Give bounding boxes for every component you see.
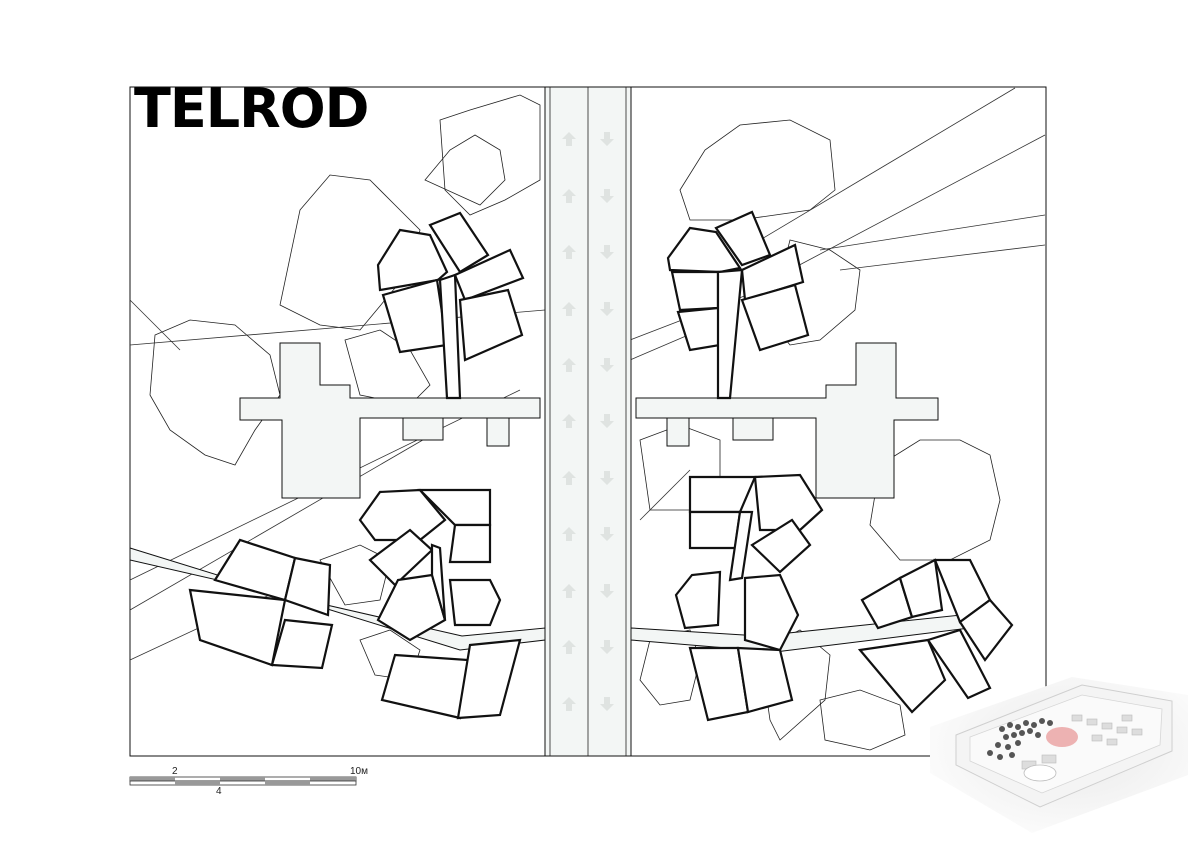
scale-bar — [129, 776, 357, 786]
arrow-down-icon — [600, 471, 614, 485]
arrow-down-icon — [600, 640, 614, 654]
context-model-thumbnail — [930, 677, 1188, 833]
arrow-up-icon-group — [562, 132, 576, 711]
arrow-up-icon — [562, 640, 576, 654]
arrow-down-icon — [600, 358, 614, 372]
arrow-up-icon — [562, 414, 576, 428]
building-cluster-se — [674, 473, 1014, 722]
building-cluster-nw — [376, 211, 525, 400]
arrow-down-icon — [600, 189, 614, 203]
arrow-down-icon — [600, 697, 614, 711]
arrow-up-icon — [562, 584, 576, 598]
arrow-up-icon — [562, 132, 576, 146]
arrow-down-icon — [600, 302, 614, 316]
arrow-up-icon — [562, 189, 576, 203]
arrow-down-icon — [600, 245, 614, 259]
arrow-up-icon — [562, 302, 576, 316]
scale-label-4: 4 — [216, 786, 222, 797]
arrow-down-icon — [600, 132, 614, 146]
scale-label-2: 2 — [172, 766, 178, 777]
building-cluster-sw — [188, 488, 522, 720]
arrow-down-icon — [600, 414, 614, 428]
arrow-up-icon — [562, 471, 576, 485]
arrow-up-icon — [562, 358, 576, 372]
arrow-down-icon-group — [600, 132, 614, 711]
arrow-up-icon — [562, 527, 576, 541]
central-road — [544, 86, 632, 757]
arrow-down-icon — [600, 584, 614, 598]
arrow-up-icon — [562, 245, 576, 259]
scale-label-10m: 10м — [350, 766, 368, 777]
arrow-up-icon — [562, 697, 576, 711]
page-title: TELROD — [134, 77, 369, 140]
corridors — [239, 342, 939, 499]
path-lower-left — [129, 547, 546, 651]
building-cluster-ne — [666, 210, 810, 400]
arrow-down-icon — [600, 527, 614, 541]
